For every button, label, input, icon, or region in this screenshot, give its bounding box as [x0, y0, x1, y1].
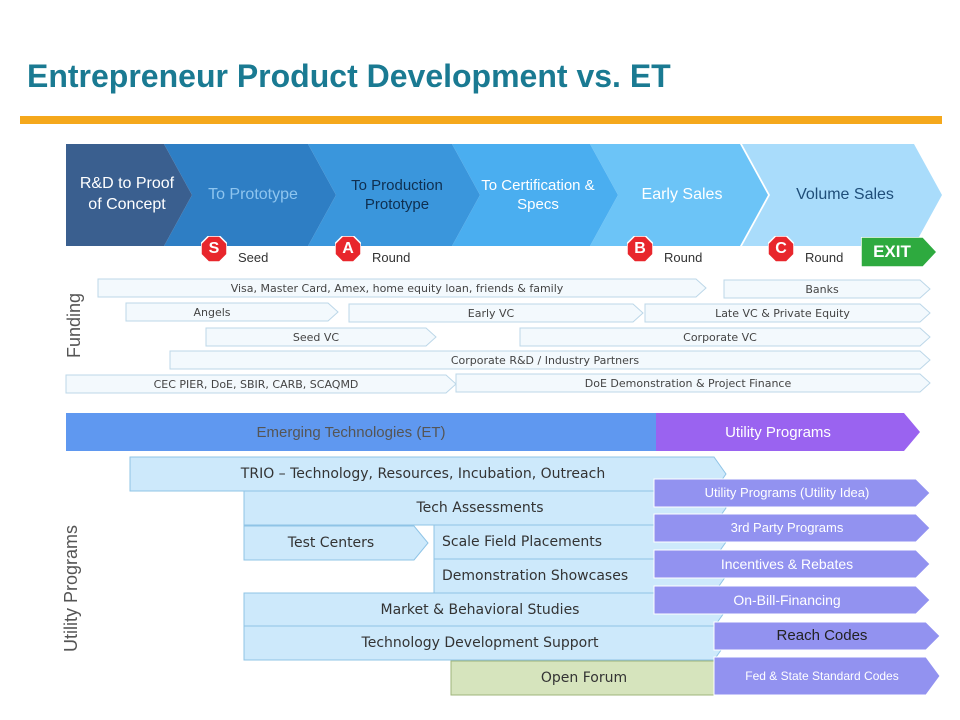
exit-arrow: EXIT: [861, 237, 937, 267]
et-block-tech-assessments: Tech Assessments: [243, 490, 727, 526]
utility-programs-section-label: Utility Programs: [61, 524, 81, 652]
funding-bar-angels: Angels: [125, 302, 339, 322]
program-block-fed-state-codes: Fed & State Standard Codes: [713, 656, 941, 696]
funding-bar-seed-vc: Seed VC: [205, 327, 437, 347]
funding-bar-personal: Visa, Master Card, Amex, home equity loa…: [97, 278, 707, 298]
et-block-trio: TRIO – Technology, Resources, Incubation…: [129, 456, 727, 492]
stage-rd-proof-of-concept: R&D to Proof of Concept: [66, 144, 192, 246]
program-block-utility-idea: Utility Programs (Utility Idea): [653, 478, 931, 508]
stage-label: To Prototype: [208, 185, 298, 203]
stage-label: To Production Prototype: [351, 176, 443, 214]
stage-label: Volume Sales: [796, 185, 894, 203]
page-title: Entrepreneur Product Development vs. ET: [27, 58, 671, 94]
c-round-label: Round: [805, 250, 844, 265]
seed-round-badge: S: [201, 236, 227, 262]
program-block-3rd-party: 3rd Party Programs: [653, 513, 931, 543]
et-block-scale-field-placements: Scale Field Placements: [433, 524, 727, 560]
c-round-badge: C: [768, 236, 794, 262]
funding-bar-late-vc: Late VC & Private Equity: [644, 303, 931, 323]
et-block-market-behavioral-studies: Market & Behavioral Studies: [243, 592, 727, 628]
stage-label: Early Sales: [641, 185, 723, 203]
funding-bar-corporate-vc: Corporate VC: [519, 327, 931, 347]
et-block-open-forum: Open Forum: [450, 660, 728, 696]
et-block-technology-development-support: Technology Development Support: [243, 625, 727, 661]
stage-certification: To Certification & Specs: [452, 144, 618, 246]
a-round-label: Round: [372, 250, 411, 265]
funding-bar-doe-demonstration: DoE Demonstration & Project Finance: [455, 373, 931, 393]
funding-bar-corporate-rd: Corporate R&D / Industry Partners: [169, 350, 931, 370]
funding-bar-grants: CEC PIER, DoE, SBIR, CARB, SCAQMD: [65, 374, 457, 394]
stage-volume-sales: Volume Sales: [742, 144, 942, 246]
et-block-demonstration-showcases: Demonstration Showcases: [433, 558, 727, 594]
program-block-incentives-rebates: Incentives & Rebates: [653, 549, 931, 579]
b-round-badge: B: [627, 236, 653, 262]
funding-section-label: Funding: [64, 292, 84, 358]
program-block-reach-codes: Reach Codes: [713, 621, 941, 651]
stage-early-sales: Early Sales: [590, 144, 768, 246]
a-round-badge: A: [335, 236, 361, 262]
stage-label: R&D to Proof of Concept: [79, 175, 175, 213]
stage-label: To Certification & Specs: [481, 176, 595, 214]
seed-round-label: Seed: [238, 250, 269, 265]
program-block-on-bill-financing: On-Bill-Financing: [653, 585, 931, 615]
et-block-test-centers: Test Centers: [243, 525, 429, 561]
stage-prototype: To Prototype: [164, 144, 336, 246]
emerging-technologies-bar: Emerging Technologies (ET): [66, 413, 696, 451]
title-underline: [20, 116, 942, 124]
utility-programs-header: Utility Programs: [656, 413, 920, 451]
exit-label: EXIT: [873, 242, 911, 261]
stage-production-prototype: To Production Prototype: [308, 144, 480, 246]
funding-bar-early-vc: Early VC: [348, 303, 644, 323]
funding-bar-banks: Banks: [723, 279, 931, 299]
b-round-label: Round: [664, 250, 703, 265]
